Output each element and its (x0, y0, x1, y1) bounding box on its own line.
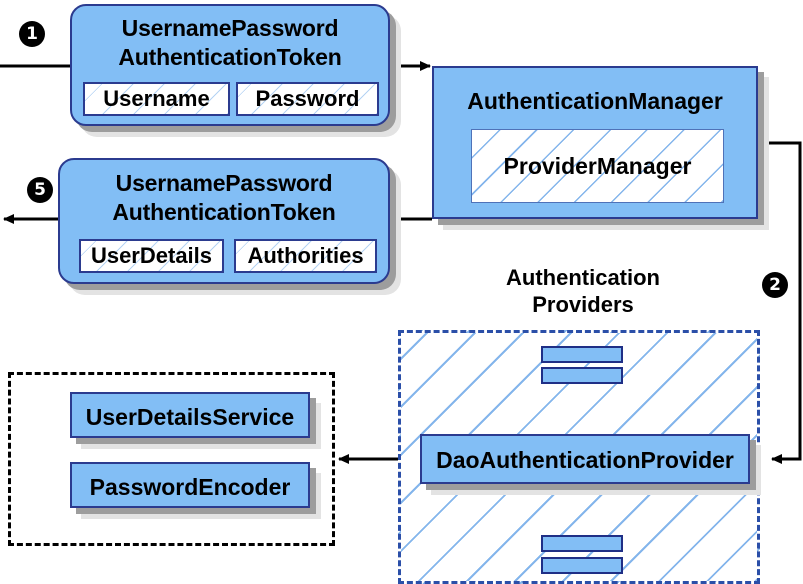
step-1-badge: 1 (19, 21, 45, 47)
password-encoder-label: PasswordEncoder (89, 474, 291, 500)
password-encoder-box[interactable]: PasswordEncoder (70, 462, 310, 508)
password-slot[interactable]: Password (236, 82, 379, 116)
dao-authentication-provider-box[interactable]: DaoAuthenticationProvider (420, 434, 750, 484)
provider-bar-bottom-1[interactable] (541, 535, 623, 552)
username-slot[interactable]: Username (83, 82, 230, 116)
request-token-title: UsernamePassword AuthenticationToken (72, 14, 388, 72)
response-token-title-line2: AuthenticationToken (112, 199, 336, 225)
authentication-manager-title: AuthenticationManager (467, 88, 723, 114)
request-authentication-token-box[interactable]: UsernamePassword AuthenticationToken Use… (70, 4, 390, 126)
provider-manager-panel[interactable]: ProviderManager (471, 129, 724, 203)
userdetails-slot[interactable]: UserDetails (79, 239, 224, 273)
user-details-service-box[interactable]: UserDetailsService (70, 392, 310, 438)
user-details-service-label: UserDetailsService (85, 404, 295, 430)
response-authentication-token-box[interactable]: UsernamePassword AuthenticationToken Use… (58, 158, 390, 284)
wire-manager-to-provider (758, 141, 802, 464)
provider-bar-top-2[interactable] (541, 367, 623, 384)
step-5-badge: 5 (27, 177, 53, 203)
request-token-title-line2: AuthenticationToken (118, 44, 342, 70)
response-token-title: UsernamePassword AuthenticationToken (60, 169, 388, 227)
step-2-badge: 2 (762, 272, 788, 298)
providers-caption-line2: Providers (532, 292, 634, 317)
authorities-slot[interactable]: Authorities (234, 239, 377, 273)
provider-bar-top-1[interactable] (541, 346, 623, 363)
dao-authentication-provider-title: DaoAuthenticationProvider (436, 447, 734, 473)
request-token-title-line1: UsernamePassword (121, 15, 339, 41)
providers-caption-line1: Authentication (506, 265, 660, 290)
authentication-providers-caption: Authentication Providers (468, 264, 698, 318)
authentication-manager-box[interactable]: AuthenticationManager ProviderManager (432, 66, 758, 219)
response-token-title-line1: UsernamePassword (115, 170, 333, 196)
provider-bar-bottom-2[interactable] (541, 557, 623, 574)
